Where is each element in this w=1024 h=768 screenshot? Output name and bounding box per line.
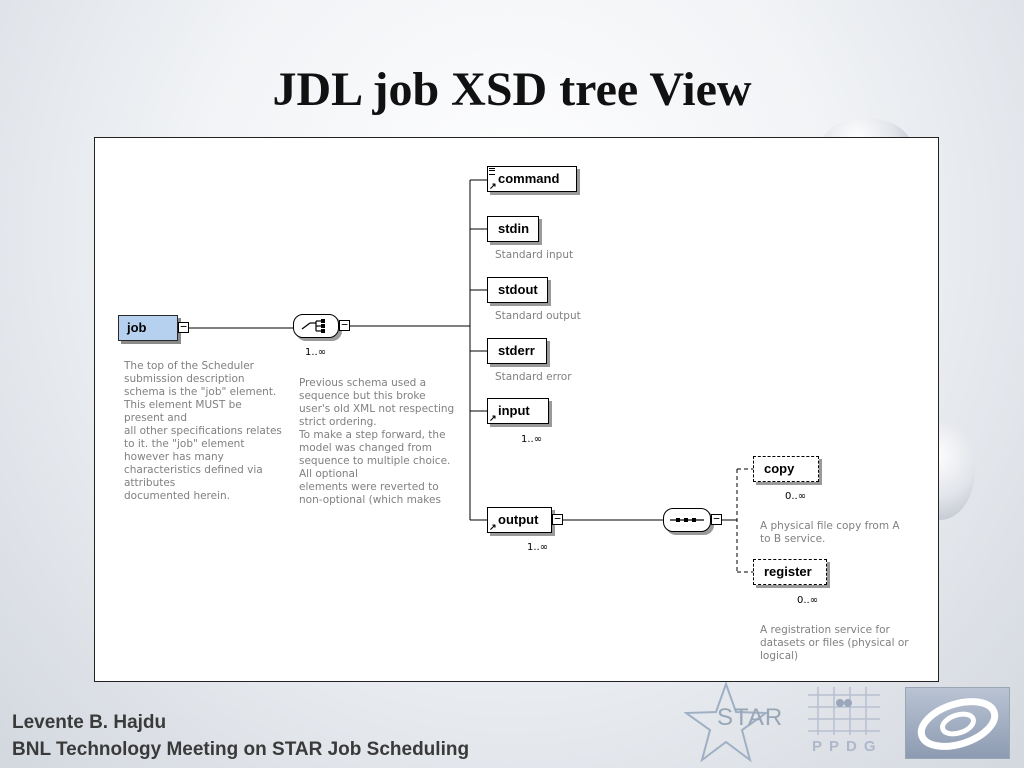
ppdg-logo-icon xyxy=(808,687,880,735)
footer-event: BNL Technology Meeting on STAR Job Sched… xyxy=(12,739,470,760)
register-element[interactable]: register xyxy=(753,559,827,585)
output-cardinality: 1..∞ xyxy=(527,542,549,553)
register-cardinality: 0..∞ xyxy=(797,595,819,606)
reference-arrow-icon: ↗ xyxy=(489,181,497,191)
command-element[interactable]: command ↗ xyxy=(487,166,577,192)
stderr-element[interactable]: stderr xyxy=(487,338,547,364)
choice-compositor[interactable] xyxy=(293,314,339,338)
connector-lines xyxy=(189,179,753,573)
stdin-element-label: stdin xyxy=(498,221,530,236)
choice-collapse-toggle[interactable]: − xyxy=(339,319,350,331)
star-logo-icon xyxy=(684,682,770,763)
lab-logo xyxy=(905,687,1010,759)
job-collapse-toggle[interactable]: − xyxy=(178,321,189,333)
sequence-icon xyxy=(670,518,704,522)
xsd-diagram-panel: job − The top of the Scheduler submissio… xyxy=(94,137,939,682)
sequence-compositor[interactable] xyxy=(663,508,711,532)
copy-element-label: copy xyxy=(764,461,795,476)
job-annotation: The top of the Scheduler submission desc… xyxy=(124,360,282,502)
output-collapse-toggle[interactable]: − xyxy=(552,513,563,525)
stdin-annotation: Standard input xyxy=(495,249,574,261)
choice-cardinality: 1..∞ xyxy=(305,347,327,358)
footer-author: Levente B. Hajdu xyxy=(12,712,167,733)
slide-title: JDL job XSD tree View xyxy=(272,63,752,116)
star-logo-text: STAR xyxy=(717,704,784,731)
stdin-element[interactable]: stdin xyxy=(487,216,539,242)
reference-arrow-icon: ↗ xyxy=(489,522,497,532)
output-element[interactable]: output ↗ xyxy=(487,507,555,536)
lab-logo-icon xyxy=(917,698,999,750)
sequence-collapse-toggle[interactable]: − xyxy=(711,513,722,525)
stderr-element-label: stderr xyxy=(498,343,535,358)
input-cardinality: 1..∞ xyxy=(521,434,543,445)
job-element[interactable]: job xyxy=(118,315,178,341)
stdout-annotation: Standard output xyxy=(495,310,581,322)
register-annotation: A registration service for datasets or f… xyxy=(760,624,909,662)
register-element-label: register xyxy=(764,564,812,579)
stderr-annotation: Standard error xyxy=(495,371,572,383)
job-element-label: job xyxy=(127,320,147,335)
stdout-element-label: stdout xyxy=(498,282,538,297)
command-element-label: command xyxy=(498,171,560,186)
documentation-icon xyxy=(489,168,495,175)
choice-icon xyxy=(301,319,325,333)
input-element[interactable]: input ↗ xyxy=(487,398,552,427)
input-element-label: input xyxy=(498,403,530,418)
copy-element[interactable]: copy xyxy=(753,456,819,482)
copy-annotation: A physical file copy from A to B service… xyxy=(760,520,900,545)
choice-annotation: Previous schema used a sequence but this… xyxy=(299,377,455,506)
output-element-label: output xyxy=(498,512,539,527)
stdout-element[interactable]: stdout xyxy=(487,277,548,303)
ppdg-logo-text: PPDG xyxy=(812,738,883,755)
reference-arrow-icon: ↗ xyxy=(489,413,497,423)
copy-cardinality: 0..∞ xyxy=(785,491,807,502)
